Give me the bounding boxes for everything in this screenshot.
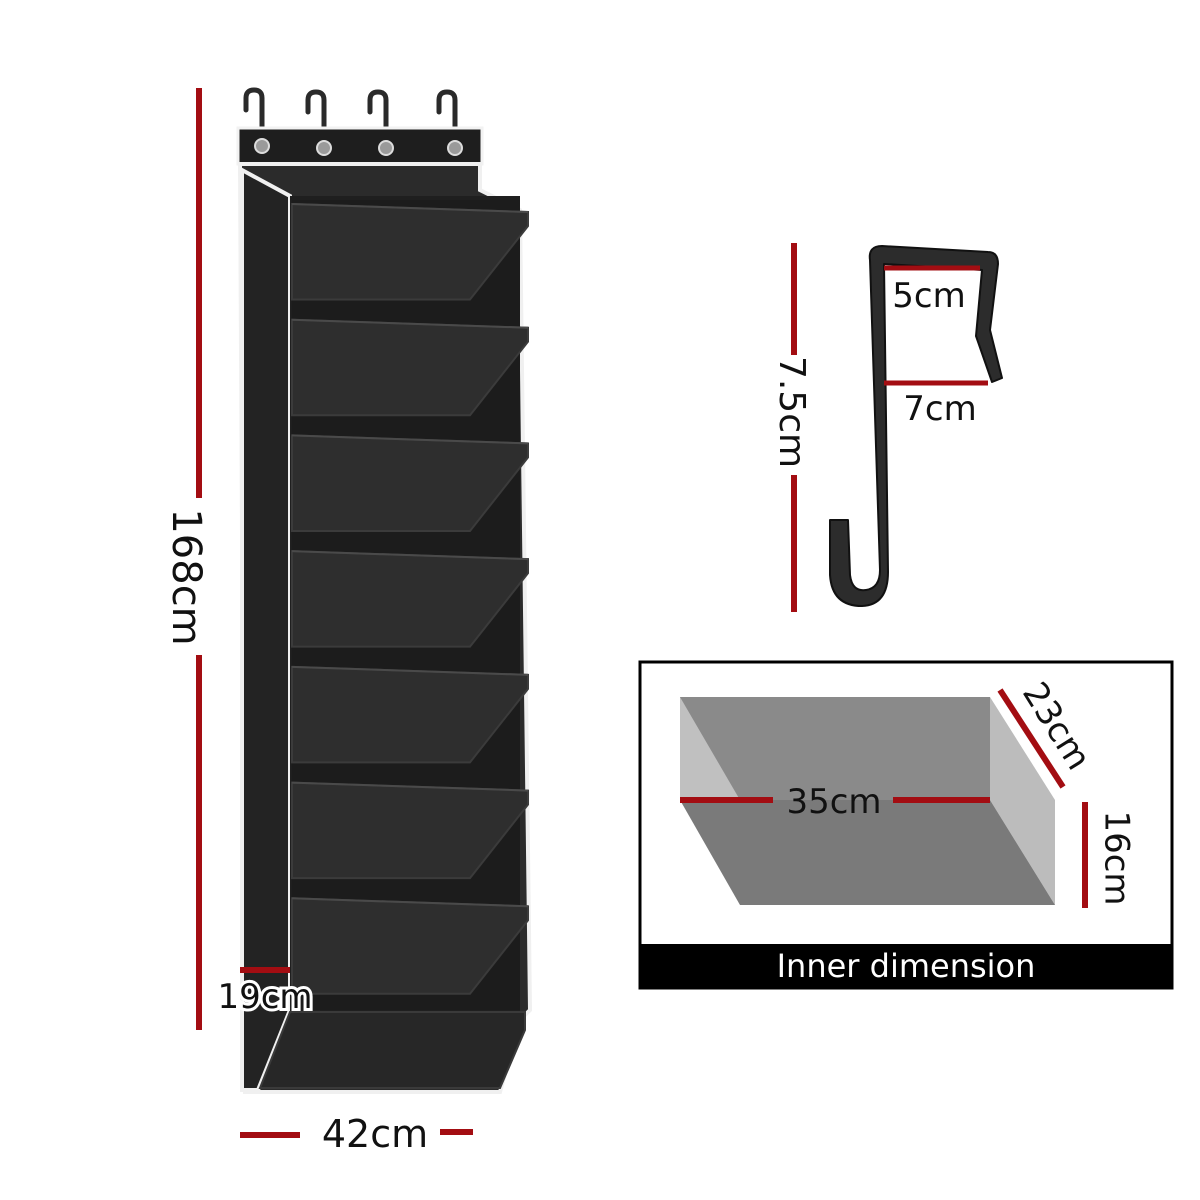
organizer: [236, 87, 533, 1094]
organizer-hooks: [243, 87, 458, 151]
inner-box-left: [680, 697, 740, 800]
depth-label: 19cm: [217, 977, 312, 1017]
inner-caption: Inner dimension: [777, 947, 1036, 985]
inner-box-right: [990, 697, 1055, 905]
pocket: [291, 431, 529, 548]
organizer-dimensions: 168cm 42cm 19cm: [163, 88, 473, 1156]
pocket: [291, 778, 529, 895]
organizer-top-strip: [236, 126, 484, 166]
inner-depth-line: [997, 688, 1066, 789]
inner-height-label: 16cm: [1097, 810, 1137, 905]
hook-1: [243, 87, 265, 151]
inner-width-label: 35cm: [786, 782, 881, 822]
organizer-pockets: [291, 200, 529, 1010]
height-label: 168cm: [163, 508, 209, 645]
hook-bottom-width-label: 7cm: [903, 389, 976, 429]
hook-height-label: 7.5cm: [771, 356, 812, 468]
organizer-bottom-pocket: [258, 1011, 526, 1089]
organizer-grommets: [254, 138, 463, 156]
inner-box-front: [680, 800, 1055, 905]
hook-4: [436, 89, 458, 151]
hook-3: [367, 89, 389, 151]
pocket: [291, 200, 529, 316]
inner-box-back: [680, 697, 990, 800]
width-label: 42cm: [322, 1112, 428, 1156]
hook-inner-width-label: 5cm: [892, 276, 965, 316]
organizer-side-panel: [240, 166, 292, 1092]
hook-detail: 5cm 7cm 7.5cm: [771, 243, 1003, 612]
hook-icon: [829, 245, 1003, 607]
inner-caption-bar: [640, 944, 1172, 988]
pocket: [291, 662, 529, 779]
pocket: [291, 894, 529, 1010]
hook-2: [305, 89, 327, 151]
pocket: [291, 315, 529, 432]
inner-dimension-panel: 35cm 23cm 16cm Inner dimension: [638, 660, 1174, 990]
pocket: [291, 547, 529, 663]
